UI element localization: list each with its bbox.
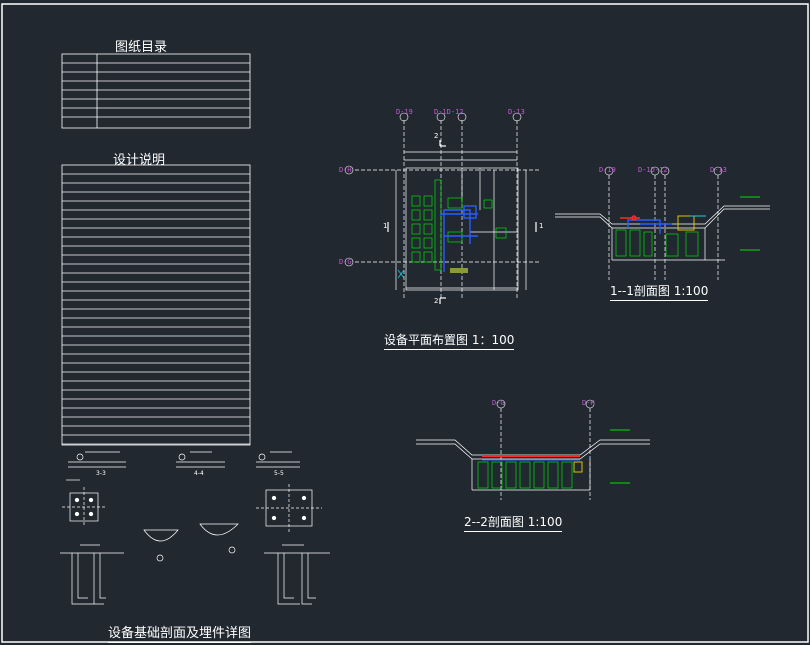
axis-label: D-19 [396,108,413,116]
axis-label: D-13 [710,166,727,174]
index-title: 图纸目录 [115,40,168,55]
detail-label: 5-5 [274,470,284,477]
axis-label: D-H [582,399,595,407]
foundation-details-title: 设备基础剖面及埋件详图 [108,622,252,643]
index-table [61,53,251,129]
axis-label: D-13 [508,108,525,116]
equipment-plan [344,112,540,304]
axis-label: D-G [492,399,505,407]
axis-label: D-1D-12 [638,166,668,174]
section-marker: 2 [434,297,439,305]
section-marker: 1 [383,222,388,230]
section-2-2 [416,399,650,500]
section-1-1 [555,166,770,280]
detail-label: 3-3 [96,470,106,477]
axis-label: D-1D-12 [434,108,464,116]
plan-title: 设备平面布置图 1：100 [384,331,515,350]
section-1-1-title: 1--1剖面图 1:100 [610,282,709,301]
design-notes-title: 设计说明 [113,153,166,168]
section-marker: 2 [434,132,439,140]
design-notes-table [61,164,251,446]
axis-label: D-G [339,258,352,266]
detail-label: 4-4 [194,470,204,477]
section-marker: 1 [539,222,544,230]
section-2-2-title: 2--2剖面图 1:100 [464,513,563,532]
axis-label: D-19 [599,166,616,174]
foundation-details [60,451,330,605]
axis-label: D-H [339,166,352,174]
